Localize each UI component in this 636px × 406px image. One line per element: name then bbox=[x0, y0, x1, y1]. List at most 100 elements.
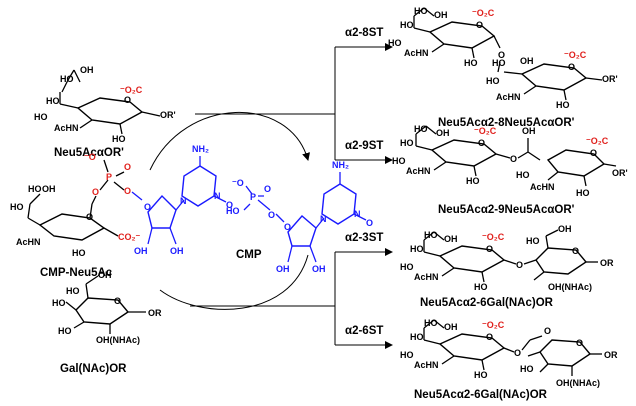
p23-or: OR bbox=[600, 258, 614, 268]
p26-achn: AcHN bbox=[414, 360, 439, 370]
p29-ho3: HO bbox=[392, 156, 406, 166]
cmp-neu5ac-ho2: HO bbox=[10, 202, 24, 212]
cmp-c-o: O bbox=[366, 218, 373, 228]
cmp-neu5ac-co2: CO₂⁻ bbox=[118, 232, 140, 242]
p29-ho1: HO bbox=[400, 138, 414, 148]
gal-ohnhac: OH(NHAc) bbox=[96, 335, 140, 345]
cmp-neu5ac-achn: AcHN bbox=[16, 237, 41, 247]
p26-oh1: OH bbox=[444, 322, 458, 332]
p26-ring-o2: O bbox=[576, 338, 583, 348]
p28-co2-b: ⁻O₂C bbox=[564, 50, 587, 60]
p29-link-o: O bbox=[510, 154, 517, 164]
p29-oh1: OH bbox=[436, 128, 450, 138]
label-cmp-neu5ac: CMP-Neu5Ac bbox=[40, 267, 113, 279]
cmp-neu5ac-p-o: O bbox=[124, 162, 131, 172]
cmp-neu5ac-p: P bbox=[106, 172, 112, 182]
p28-ring-o: O bbox=[476, 20, 483, 30]
structure-p23: HO HO OH HO AcHN HO O ⁻O₂C O HO OH O OR … bbox=[400, 224, 614, 309]
p26-link-o: O bbox=[514, 348, 521, 358]
p23-ho4: HO bbox=[474, 282, 488, 292]
enzyme-label-a29: α2-9ST bbox=[345, 140, 383, 152]
p26-o-bridge: O bbox=[544, 326, 551, 336]
p28-or-prime: OR' bbox=[602, 74, 618, 84]
enzyme-label-a26: α2-6ST bbox=[345, 325, 383, 337]
p28-ring-o2: O bbox=[568, 62, 575, 72]
p26-ohnhac: OH(NHAc) bbox=[556, 378, 600, 388]
p26-ho5: HO bbox=[520, 364, 534, 374]
p28-ho2: HO bbox=[414, 6, 428, 16]
cmp-p: P bbox=[250, 192, 256, 202]
p28-ho7: HO bbox=[556, 100, 570, 110]
neu5ac-or-ho1: HO bbox=[46, 96, 60, 106]
p23-ho2: HO bbox=[424, 230, 438, 240]
p28-oh2: OH bbox=[520, 56, 534, 66]
structure-p29: HO HO OH HO AcHN HO O ⁻O₂C O OH HO AcHN … bbox=[392, 124, 628, 216]
reaction-arrows bbox=[149, 43, 393, 349]
cmp-neu5ac-ring-o: O bbox=[86, 212, 93, 222]
gal-ho3: HO bbox=[58, 326, 72, 336]
neu5ac-or-ho2: HO bbox=[60, 74, 74, 84]
structure-gal: HO OH HO HO O OR OH(NHAc) Gal(NAc)OR bbox=[52, 270, 162, 375]
p23-ohnhac: OH(NHAc) bbox=[548, 282, 592, 292]
p28-co2-a: ⁻O₂C bbox=[472, 8, 495, 18]
structure-neu5ac-or: HO HO OH HO AcHN HO O ⁻O₂C OR' Neu5AcαOR… bbox=[34, 65, 176, 159]
structure-cmp-neu5ac: HO OH HO AcHN HO O CO₂⁻ O P ⁻O O O O OH … bbox=[10, 144, 233, 279]
p26-ho2: HO bbox=[424, 318, 438, 328]
p28-ho6: HO bbox=[486, 76, 500, 86]
p26-or: OR bbox=[604, 350, 618, 360]
gal-ho2: HO bbox=[52, 298, 66, 308]
label-cmp: CMP bbox=[236, 249, 262, 261]
p23-ho5: HO bbox=[526, 236, 540, 246]
label-gal: Gal(NAc)OR bbox=[60, 363, 127, 375]
cmp-ho: HO bbox=[226, 206, 240, 216]
p29-co2-b: ⁻O₂C bbox=[586, 136, 609, 146]
p23-achn: AcHN bbox=[414, 272, 439, 282]
p23-link-o: O bbox=[516, 260, 523, 270]
cmp-neu5ac-nh2: NH₂ bbox=[192, 144, 209, 154]
p28-ho5: HO bbox=[492, 58, 506, 68]
cmp-nh2: NH₂ bbox=[332, 160, 349, 170]
cmp-o-link: O bbox=[268, 210, 275, 220]
p28-achn: AcHN bbox=[404, 48, 429, 58]
cmp-neu5ac-o-link: O bbox=[92, 187, 99, 197]
neu5ac-or-achn: AcHN bbox=[54, 123, 79, 133]
p26-ho3: HO bbox=[400, 350, 414, 360]
label-p28: Neu5Acα2-8Neu5AcαOR' bbox=[438, 117, 575, 129]
structure-cmp: ⁻O P HO O O O OH OH N N O NH₂ CMP bbox=[226, 160, 373, 274]
p29-co2-a: ⁻O₂C bbox=[474, 126, 497, 136]
neu5ac-or-ho4: HO bbox=[112, 134, 126, 144]
p26-ho4: HO bbox=[474, 370, 488, 380]
neu5ac-or-carboxylate: ⁻O₂C bbox=[120, 85, 143, 95]
p28-ho4: HO bbox=[464, 58, 478, 68]
cmp-neu5ac-oh-a: OH bbox=[134, 246, 148, 256]
enzyme-label-a23: α2-3ST bbox=[345, 232, 383, 244]
p26-co2: ⁻O₂C bbox=[482, 320, 505, 330]
p29-ring-o: O bbox=[478, 138, 485, 148]
cmp-n1: N bbox=[320, 214, 327, 224]
p28-ho1: HO bbox=[400, 20, 414, 30]
label-p29: Neu5Acα2-9Neu5AcαOR' bbox=[438, 204, 575, 216]
label-p26: Neu5Acα2-6Gal(NAc)OR bbox=[414, 389, 548, 401]
cmp-neu5ac-oh-b: OH bbox=[170, 246, 184, 256]
gal-ring-o: O bbox=[114, 296, 121, 306]
cmp-neu5ac-ribose-o: O bbox=[144, 202, 151, 212]
neu5ac-or-ho3: HO bbox=[34, 112, 48, 122]
p28-ho3: HO bbox=[388, 38, 402, 48]
p29-ho4: HO bbox=[466, 176, 480, 186]
structure-p28: HO HO OH HO AcHN HO O ⁻O₂C O HO OH HO Ac… bbox=[388, 6, 618, 129]
neu5ac-or-or-prime: OR' bbox=[160, 110, 176, 120]
p23-co2: ⁻O₂C bbox=[482, 232, 505, 242]
cmp-o-minus: ⁻O bbox=[232, 178, 244, 188]
cmp-n3: N bbox=[354, 209, 361, 219]
cmp-oh-b: OH bbox=[312, 264, 326, 274]
p23-ho1: HO bbox=[410, 244, 424, 254]
label-neu5ac-or: Neu5AcαOR' bbox=[54, 147, 124, 159]
cmp-p-oxo: O bbox=[264, 184, 271, 194]
label-p23: Neu5Acα2-6Gal(NAc)OR bbox=[420, 297, 554, 309]
p23-ho3: HO bbox=[400, 262, 414, 272]
neu5ac-or-ring-o: O bbox=[124, 95, 131, 105]
gal-ho1: HO bbox=[66, 286, 80, 296]
p29-oh2: OH bbox=[522, 126, 536, 136]
p23-ring-o2: O bbox=[572, 246, 579, 256]
